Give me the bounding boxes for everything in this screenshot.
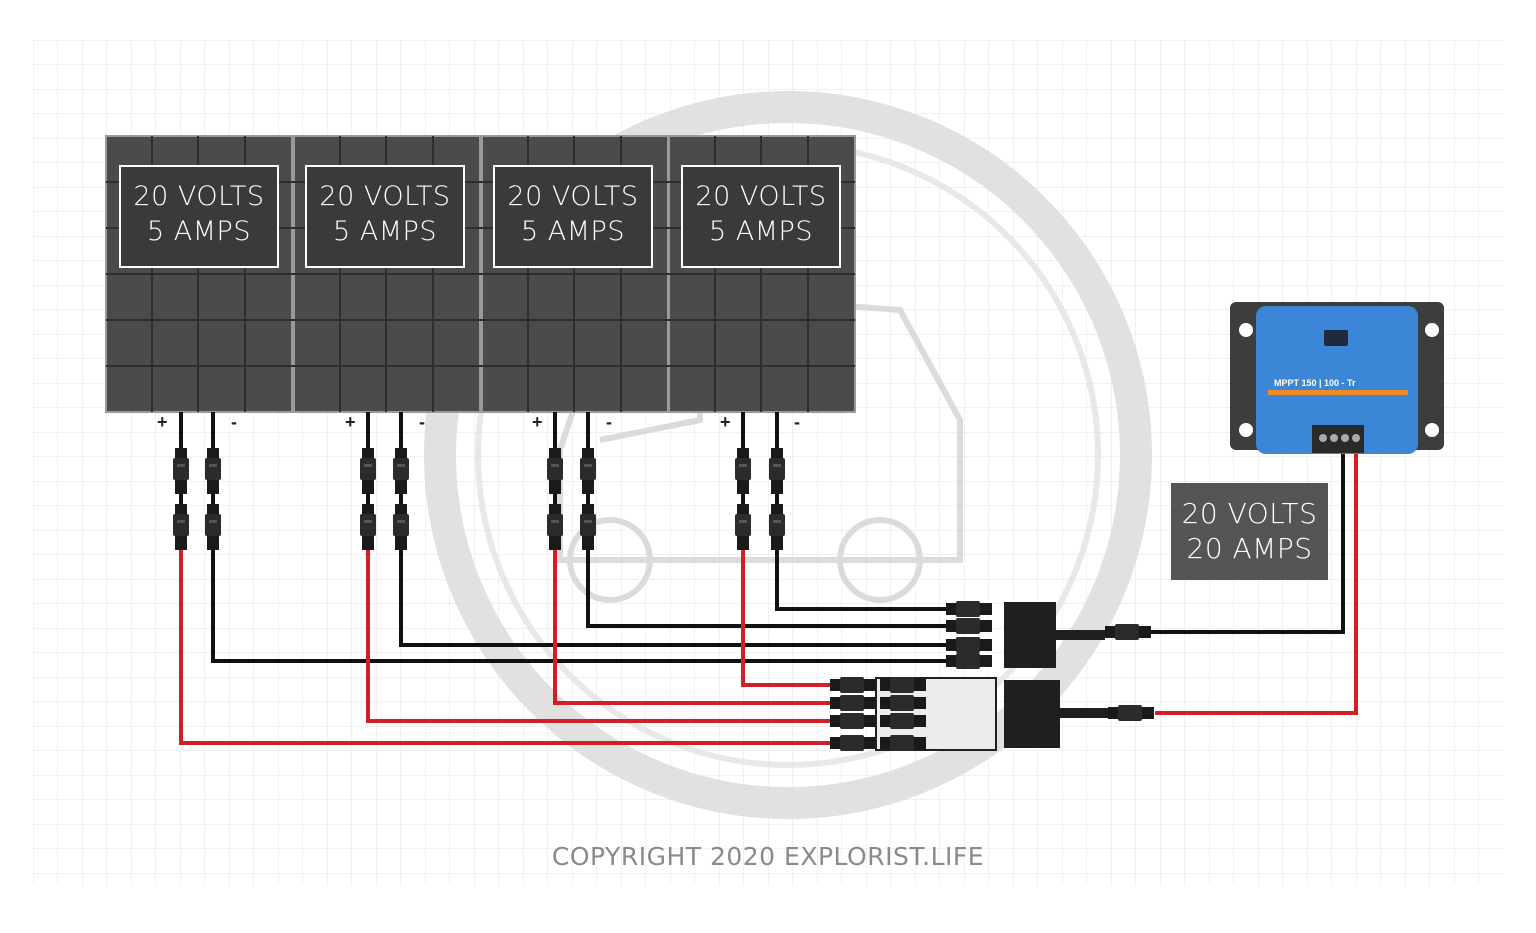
panel-3-plus: + — [532, 412, 543, 432]
panel-1-plus: + — [157, 412, 168, 432]
panel-2-minus: - — [419, 412, 425, 432]
output-current: 20 AMPS — [1186, 532, 1313, 565]
neg-wire-3 — [586, 548, 955, 628]
neg-wire-2 — [399, 548, 955, 647]
panel-4-voltage: 20 VOLTS — [695, 181, 827, 212]
pos-wire-4 — [741, 548, 835, 687]
panel-4-minus: - — [794, 412, 800, 432]
pos-output-wire — [1155, 452, 1358, 715]
copyright-text: COPYRIGHT 2020 EXPLORIST.LIFE — [551, 842, 985, 871]
negative-wires — [211, 452, 1345, 663]
panel-1-voltage: 20 VOLTS — [133, 181, 265, 212]
panel-3-minus: - — [606, 412, 612, 432]
output-label: 20 VOLTS 20 AMPS — [1171, 483, 1328, 580]
panel-2-plus: + — [345, 412, 356, 432]
panel-label-4: 20 VOLTS 5 AMPS — [681, 165, 841, 268]
watermark-ring — [424, 91, 1152, 819]
positive-branch-connector — [830, 677, 1154, 751]
panel-2-current: 5 AMPS — [333, 216, 437, 247]
panel-label-3: 20 VOLTS 5 AMPS — [493, 165, 653, 268]
neg-wire-4 — [775, 548, 955, 611]
charge-controller-icon — [1230, 302, 1444, 454]
panel-3-current: 5 AMPS — [521, 216, 625, 247]
panel-1-current: 5 AMPS — [147, 216, 251, 247]
pos-wire-2 — [366, 548, 835, 723]
pos-wire-1 — [179, 548, 835, 745]
positive-wires — [179, 452, 1358, 745]
pos-wire-3 — [553, 548, 835, 705]
panel-4-plus: + — [720, 412, 731, 432]
panel-label-2: 20 VOLTS 5 AMPS — [305, 165, 465, 268]
panel-label-1: 20 VOLTS 5 AMPS — [119, 165, 279, 268]
panel-4-current: 5 AMPS — [709, 216, 813, 247]
controller-model: MPPT 150 | 100 - Tr — [1274, 378, 1356, 388]
panel-1-minus: - — [231, 412, 237, 432]
panel-3-voltage: 20 VOLTS — [507, 181, 639, 212]
neg-output-wire — [1150, 452, 1345, 634]
panel-2-voltage: 20 VOLTS — [319, 181, 451, 212]
neg-wire-1 — [211, 548, 955, 663]
output-voltage: 20 VOLTS — [1181, 497, 1318, 530]
negative-branch-connector — [946, 601, 1151, 669]
